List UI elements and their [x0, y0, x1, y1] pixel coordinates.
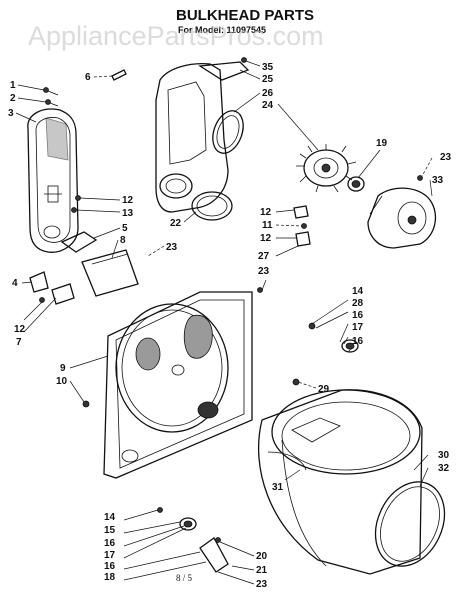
- callout-label: 30: [438, 450, 450, 461]
- callout-label: 23: [256, 579, 268, 590]
- callout-label: 18: [104, 572, 116, 583]
- callout-label: 26: [262, 88, 274, 99]
- callout-label: 23: [258, 266, 270, 277]
- callout-label: 35: [262, 62, 274, 73]
- callout-label: 23: [440, 152, 452, 163]
- callout-label: 3: [8, 108, 14, 119]
- callout-label: 10: [56, 376, 68, 387]
- callout-label: 12: [260, 207, 272, 218]
- callout-label: 4: [12, 278, 18, 289]
- part-rollers-small: [293, 205, 311, 247]
- callout-label: 16: [104, 538, 116, 549]
- part-clip: [111, 69, 127, 81]
- part-blower-wheel: [296, 144, 365, 193]
- watermark: AppliancePartsPros.com: [28, 21, 324, 51]
- callout-label: 12: [260, 233, 272, 244]
- callout-label: 23: [166, 242, 178, 253]
- diagram-subtitle: For Model: 11097545: [178, 25, 266, 35]
- callout-label: 29: [318, 384, 330, 395]
- callout-label: 16: [104, 561, 116, 572]
- callout-labels: 1 2 3 6 35 25 26 24 19 23 33 12 13 5 8 2…: [8, 62, 452, 590]
- callout-label: 9: [60, 363, 66, 374]
- callout-label: 8: [120, 235, 126, 246]
- callout-label: 33: [432, 175, 444, 186]
- part-duct-assembly: [155, 57, 250, 221]
- callout-label: 1: [10, 80, 16, 91]
- callout-label: 31: [272, 482, 284, 493]
- callout-label: 14: [104, 512, 116, 523]
- callout-label: 28: [352, 298, 364, 309]
- diagram-title: BULKHEAD PARTS: [176, 7, 314, 24]
- callout-label: 16: [352, 336, 364, 347]
- part-slides-lower: [157, 507, 229, 573]
- callout-label: 20: [256, 551, 268, 562]
- callout-label: 17: [352, 322, 364, 333]
- part-lint-filter: [60, 195, 139, 297]
- part-front-cover: [27, 108, 79, 253]
- part-blower-housing: [367, 175, 437, 249]
- callout-label: 32: [438, 463, 450, 474]
- callout-label: 7: [16, 337, 22, 348]
- leader-lines: [15, 60, 433, 585]
- part-front-bulkhead: [82, 287, 263, 479]
- callout-label: 16: [352, 310, 364, 321]
- part-drum: [258, 378, 446, 575]
- part-slides-upper: [308, 322, 359, 353]
- callout-label: 5: [122, 223, 128, 234]
- part-switch-bracket: [29, 271, 75, 305]
- callout-label: 19: [376, 138, 388, 149]
- page-number: 8 / 5: [176, 573, 193, 583]
- callout-label: 15: [104, 525, 116, 536]
- callout-label: 25: [262, 74, 274, 85]
- callout-label: 13: [122, 208, 134, 219]
- callout-label: 24: [262, 100, 274, 111]
- callout-label: 21: [256, 565, 268, 576]
- callout-label: 12: [14, 324, 26, 335]
- callout-label: 17: [104, 550, 116, 561]
- callout-label: 22: [170, 218, 182, 229]
- callout-label: 14: [352, 286, 364, 297]
- callout-label: 2: [10, 93, 16, 104]
- callout-label: 27: [258, 251, 270, 262]
- part-screws-top-left: [43, 87, 59, 107]
- callout-label: 6: [85, 72, 91, 83]
- callout-label: 12: [122, 195, 134, 206]
- callout-label: 11: [262, 220, 273, 231]
